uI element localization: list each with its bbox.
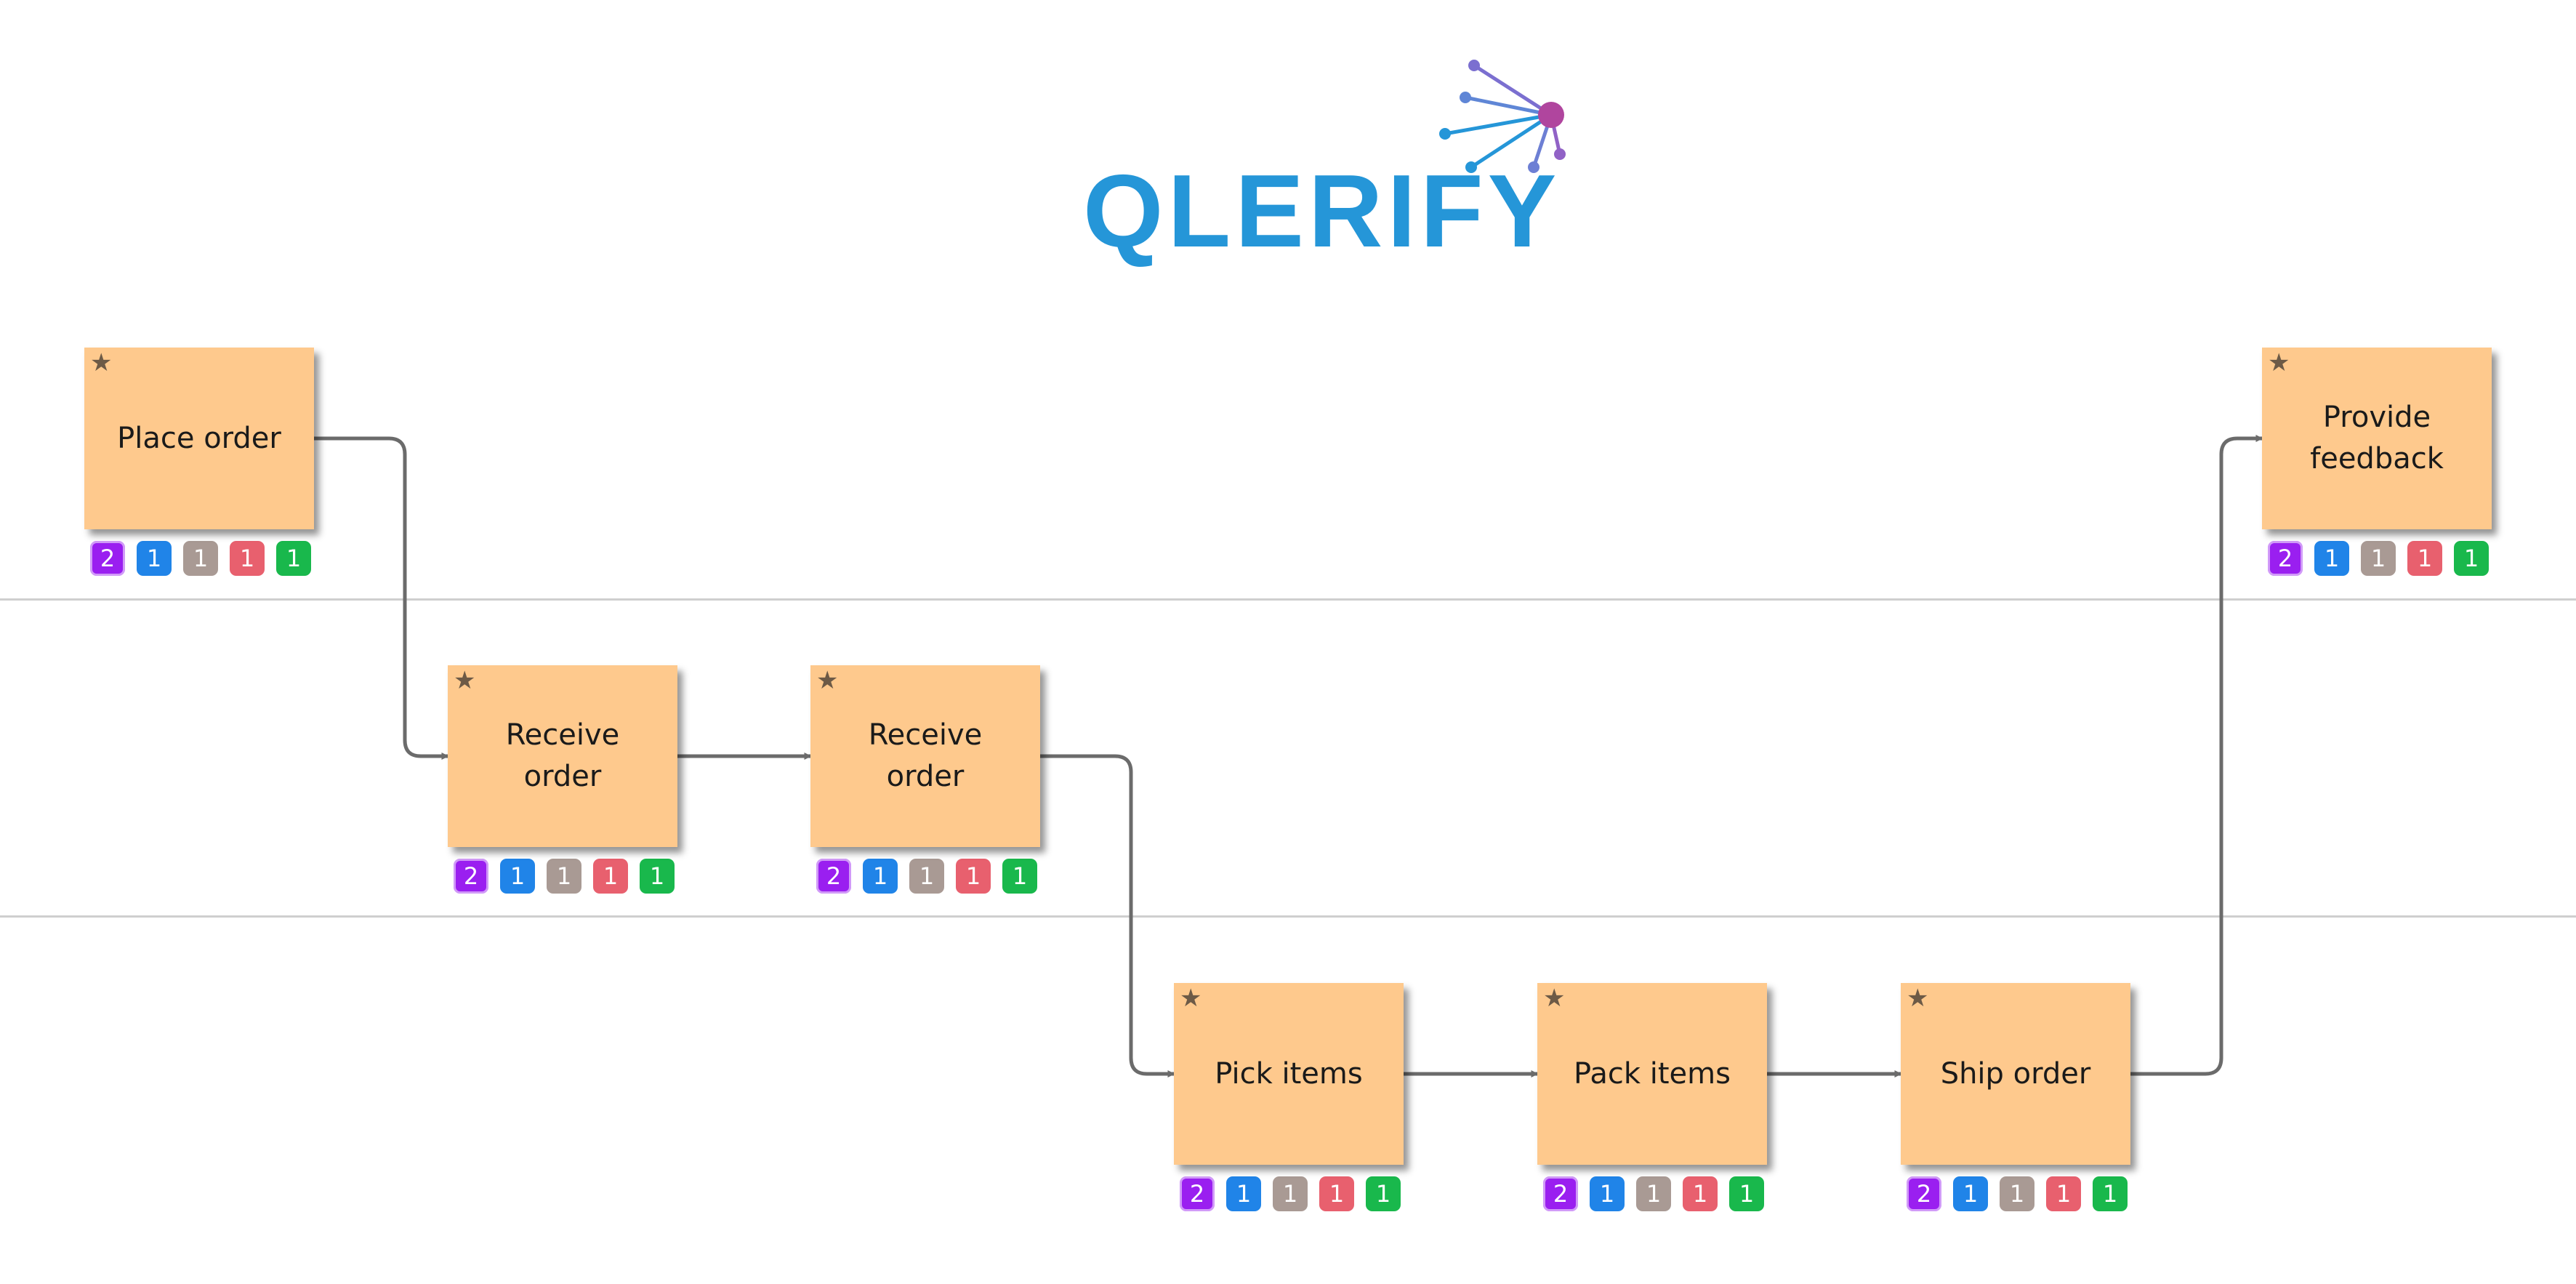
count-badge[interactable]: 1 [1683,1176,1718,1211]
count-badge[interactable]: 1 [137,541,172,576]
count-badge[interactable]: 2 [2268,541,2303,576]
count-badge[interactable]: 1 [2361,541,2396,576]
count-badge[interactable]: 1 [2093,1176,2128,1211]
star-icon[interactable]: ★ [454,667,476,694]
count-badge[interactable]: 1 [1366,1176,1401,1211]
count-badge[interactable]: 2 [454,859,488,894]
logo-network-icon [1439,60,1566,173]
step-card[interactable]: ★ Pack items [1537,983,1767,1165]
swimlane-divider-1 [0,598,2576,601]
count-badge[interactable]: 1 [2000,1176,2034,1211]
step-label: Place order [117,421,281,455]
step-card[interactable]: ★ Ship order [1901,983,2130,1165]
count-badge[interactable]: 1 [863,859,898,894]
star-icon[interactable]: ★ [816,667,839,694]
count-badge[interactable]: 2 [1180,1176,1215,1211]
star-icon[interactable]: ★ [1543,984,1566,1012]
count-badge[interactable]: 1 [1273,1176,1308,1211]
star-icon[interactable]: ★ [1180,984,1202,1012]
count-badge[interactable]: 2 [1907,1176,1941,1211]
star-icon[interactable]: ★ [90,349,113,377]
count-badge[interactable]: 1 [1729,1176,1764,1211]
logo-wordmark: QLERIFY [1083,153,1561,269]
step-label: Receive order [868,718,983,793]
count-badge[interactable]: 2 [1543,1176,1578,1211]
step-card[interactable]: ★ Receive order [448,665,677,847]
step-card[interactable]: ★ Provide feedback [2262,348,2492,529]
count-badge[interactable]: 1 [2454,541,2489,576]
count-badge[interactable]: 1 [2407,541,2442,576]
star-icon[interactable]: ★ [2268,349,2290,377]
count-badge[interactable]: 1 [1953,1176,1988,1211]
step-card[interactable]: ★ Place order [84,348,314,529]
count-badge[interactable]: 1 [1226,1176,1261,1211]
count-badge[interactable]: 1 [1002,859,1037,894]
count-badge[interactable]: 1 [276,541,311,576]
step-label: Receive order [505,718,620,793]
count-badge[interactable]: 1 [500,859,535,894]
qlerify-logo: QLERIFY [1076,58,1585,269]
swimlane-divider-2 [0,915,2576,918]
step-label: Provide feedback [2310,401,2444,476]
count-badge[interactable]: 1 [593,859,628,894]
step-label: Pack items [1574,1056,1731,1091]
count-badge[interactable]: 1 [183,541,218,576]
step-card[interactable]: ★ Pick items [1174,983,1404,1165]
step-card[interactable]: ★ Receive order [810,665,1040,847]
count-badge[interactable]: 1 [640,859,675,894]
count-badge[interactable]: 1 [956,859,991,894]
swimlane-2 [0,601,2576,916]
count-badge[interactable]: 2 [816,859,851,894]
count-badge[interactable]: 1 [547,859,581,894]
count-badge[interactable]: 1 [909,859,944,894]
count-badge[interactable]: 1 [2314,541,2349,576]
step-label: Pick items [1215,1056,1363,1091]
count-badge[interactable]: 1 [2046,1176,2081,1211]
count-badge[interactable]: 1 [1590,1176,1625,1211]
star-icon[interactable]: ★ [1907,984,1929,1012]
count-badge[interactable]: 1 [1319,1176,1354,1211]
count-badge[interactable]: 1 [230,541,265,576]
swimlane-1 [0,276,2576,600]
step-label: Ship order [1940,1056,2091,1091]
count-badge[interactable]: 2 [90,541,125,576]
count-badge[interactable]: 1 [1636,1176,1671,1211]
